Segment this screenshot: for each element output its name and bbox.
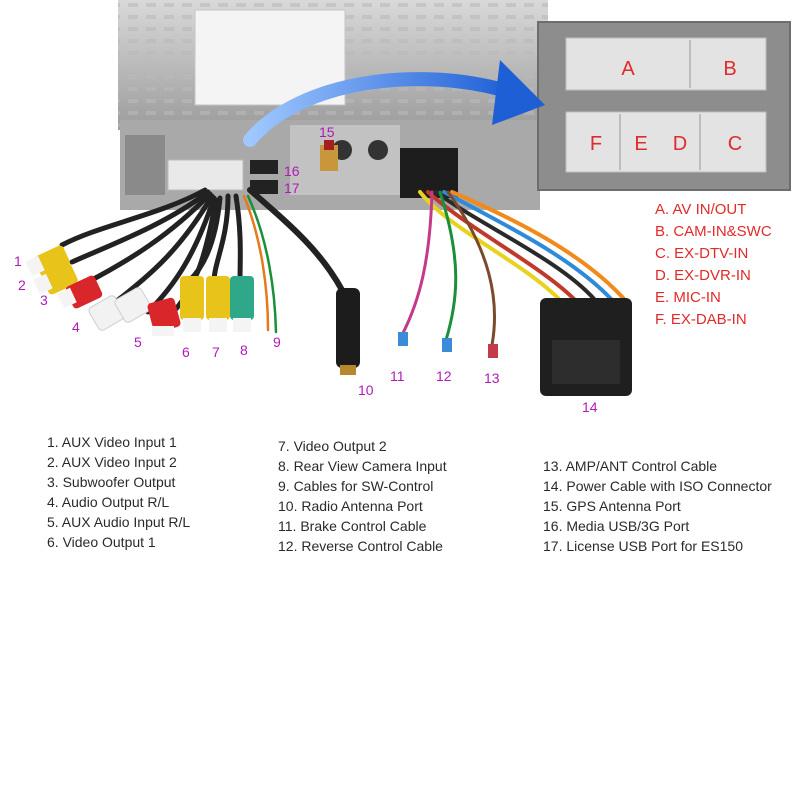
antenna-bay: [290, 125, 400, 195]
connector-legend-c: C. EX-DTV-IN: [655, 245, 748, 262]
callout-11: 11: [390, 368, 405, 384]
rca-red-subwoofer: [57, 275, 103, 309]
connector-letter-e: E: [634, 133, 647, 155]
legend-item-16: 16. Media USB/3G Port: [543, 518, 690, 534]
legend-item-14: 14. Power Cable with ISO Connector: [543, 478, 772, 494]
rca-video-out-1: [180, 276, 204, 332]
connector-row-top: [565, 37, 767, 91]
legend-item-9: 9. Cables for SW-Control: [278, 478, 434, 494]
usb-port-17: [250, 180, 278, 194]
legend-item-1: 1. AUX Video Input 1: [47, 434, 177, 450]
connector-letter-d: D: [673, 133, 687, 155]
gps-antenna-port: [320, 140, 338, 171]
zoom-arrow: [243, 60, 545, 147]
legend-item-5: 5. AUX Audio Input R/L: [47, 514, 191, 530]
callout-7: 7: [212, 344, 220, 360]
connector-legend-d: D. EX-DVR-IN: [655, 267, 751, 284]
connector-legend-b: B. CAM-IN&SWC: [655, 223, 772, 240]
callout-1: 1: [14, 253, 22, 269]
callout-10: 10: [358, 382, 374, 398]
amp-ant-wire-terminal: [488, 344, 498, 358]
callout-4: 4: [72, 319, 80, 335]
callout-3: 3: [40, 292, 48, 308]
rca-connectors: [25, 245, 254, 336]
usb-port-16: [250, 160, 278, 174]
callout-6: 6: [182, 344, 190, 360]
legend-item-3: 3. Subwoofer Output: [47, 474, 176, 490]
reverse-wire-terminal: [442, 338, 452, 352]
callout-numbers: 1 2 3 4 5 6 7 8 9 10 11 12 13 14 15 16 1…: [14, 124, 598, 415]
connector-row-bottom: [565, 111, 767, 173]
iso-socket: [400, 148, 458, 198]
connector-letter-a: A: [621, 58, 635, 80]
callout-9: 9: [273, 334, 281, 350]
callout-8: 8: [240, 342, 248, 358]
rca-video-out-2: [206, 276, 230, 332]
radio-antenna-plug: [336, 288, 360, 375]
callout-15: 15: [319, 124, 335, 140]
legend-item-2: 2. AUX Video Input 2: [47, 454, 177, 470]
callout-13: 13: [484, 370, 500, 386]
callout-17: 17: [284, 180, 300, 196]
legend-item-11: 11. Brake Control Cable: [278, 518, 427, 534]
connector-legend: A. AV IN/OUT B. CAM-IN&SWC C. EX-DTV-IN …: [655, 201, 772, 328]
connector-letter-b: B: [723, 58, 736, 80]
legend-item-17: 17. License USB Port for ES150: [543, 538, 743, 554]
connector-zoom-inset: A B F E D C: [537, 21, 791, 191]
legend-item-8: 8. Rear View Camera Input: [278, 458, 447, 474]
iso-wire-bundle: [400, 190, 627, 347]
rca-aux-audio-in-r: [147, 297, 181, 336]
connector-legend-a: A. AV IN/OUT: [655, 201, 746, 218]
connector-letter-c: C: [728, 133, 742, 155]
callout-12: 12: [436, 368, 452, 384]
callout-5: 5: [134, 334, 142, 350]
rca-audio-out-l: [114, 287, 152, 323]
legend-item-13: 13. AMP/ANT Control Cable: [543, 458, 718, 474]
legend-column-2: 7. Video Output 2 8. Rear View Camera In…: [278, 436, 447, 556]
legend-item-10: 10. Radio Antenna Port: [278, 498, 423, 514]
callout-2: 2: [18, 277, 26, 293]
callout-16: 16: [284, 163, 300, 179]
rca-camera-in: [230, 276, 254, 332]
iso-connector: [540, 298, 632, 396]
head-unit: [118, 0, 548, 210]
connector-legend-e: E. MIC-IN: [655, 289, 721, 306]
callout-14: 14: [582, 399, 598, 415]
brake-wire-terminal: [398, 332, 408, 346]
legend-item-15: 15. GPS Antenna Port: [543, 498, 681, 514]
connector-letter-f: F: [590, 133, 602, 155]
connector-legend-f: F. EX-DAB-IN: [655, 311, 747, 328]
legend-item-7: 7. Video Output 2: [278, 438, 387, 454]
legend-item-12: 12. Reverse Control Cable: [278, 538, 443, 554]
av-plug: [167, 159, 244, 191]
legend-column-3: 13. AMP/ANT Control Cable 14. Power Cabl…: [543, 456, 772, 556]
legend-column-1: 1. AUX Video Input 1 2. AUX Video Input …: [47, 432, 190, 552]
legend-item-4: 4. Audio Output R/L: [47, 494, 170, 510]
legend-item-6: 6. Video Output 1: [47, 534, 156, 550]
